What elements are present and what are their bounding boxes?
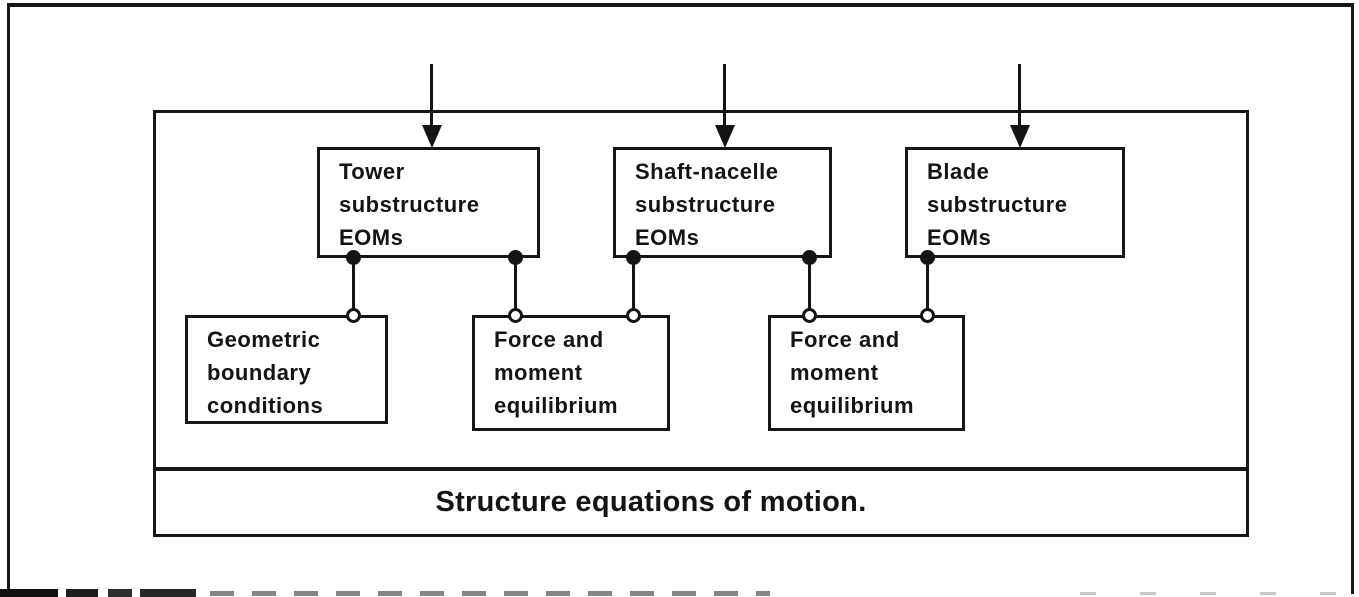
box-line: EOMs: [339, 225, 404, 250]
connector-dot-icon: [920, 250, 935, 265]
box-line: substructure: [339, 192, 480, 217]
connector-line: [352, 257, 355, 317]
scan-artifact: [805, 9, 814, 16]
footer-label: Structure equations of motion.: [435, 486, 867, 518]
box-line: boundary: [207, 360, 312, 385]
box-line: equilibrium: [494, 393, 619, 418]
connector-line: [514, 257, 517, 317]
box-line: Blade: [927, 159, 990, 184]
connector-ring-icon: [508, 308, 523, 323]
box-line: EOMs: [635, 225, 700, 250]
geometric-boundary-conditions-box: Geometric boundary conditions: [185, 315, 388, 424]
connector-line: [926, 257, 929, 317]
box-line: Geometric: [207, 327, 321, 352]
connector-ring-icon: [802, 308, 817, 323]
scan-artifact: [626, 9, 636, 16]
connector-dot-icon: [626, 250, 641, 265]
connector-dot-icon: [802, 250, 817, 265]
box-line: Force and: [790, 327, 900, 352]
shaft-nacelle-substructure-eoms-box: Shaft-nacelle substructure EOMs: [613, 147, 832, 258]
down-arrow-icon: [1018, 64, 1021, 134]
connector-dot-icon: [346, 250, 361, 265]
box-line: equilibrium: [790, 393, 915, 418]
box-line: substructure: [927, 192, 1068, 217]
box-line: Shaft-nacelle: [635, 159, 779, 184]
down-arrow-icon: [422, 125, 442, 148]
box-line: conditions: [207, 393, 324, 418]
scan-artifact: [1072, 9, 1080, 16]
scan-edge-artifact: [210, 591, 770, 596]
scan-edge-artifact: [0, 589, 210, 597]
structure-eom-container: Structure equations of motion.: [153, 110, 1249, 537]
force-moment-equilibrium-box-right: Force and moment equilibrium: [768, 315, 965, 431]
connector-line: [808, 257, 811, 317]
blade-substructure-eoms-box: Blade substructure EOMs: [905, 147, 1125, 258]
box-line: moment: [494, 360, 583, 385]
down-arrow-icon: [1010, 125, 1030, 148]
scan-artifact: [348, 9, 360, 16]
footer-separator-line: [156, 467, 1246, 471]
box-line: Tower: [339, 159, 405, 184]
connector-ring-icon: [626, 308, 641, 323]
connector-dot-icon: [508, 250, 523, 265]
box-line: EOMs: [927, 225, 992, 250]
connector-ring-icon: [346, 308, 361, 323]
box-line: substructure: [635, 192, 776, 217]
connector-ring-icon: [920, 308, 935, 323]
figure-outer-frame: [7, 3, 1354, 594]
box-line: moment: [790, 360, 879, 385]
down-arrow-icon: [723, 64, 726, 134]
down-arrow-icon: [430, 64, 433, 134]
box-line: Force and: [494, 327, 604, 352]
connector-line: [632, 257, 635, 317]
footer-bar: Structure equations of motion.: [156, 471, 1246, 534]
tower-substructure-eoms-box: Tower substructure EOMs: [317, 147, 540, 258]
scan-edge-artifact: [1080, 592, 1359, 595]
force-moment-equilibrium-box-left: Force and moment equilibrium: [472, 315, 670, 431]
down-arrow-icon: [715, 125, 735, 148]
